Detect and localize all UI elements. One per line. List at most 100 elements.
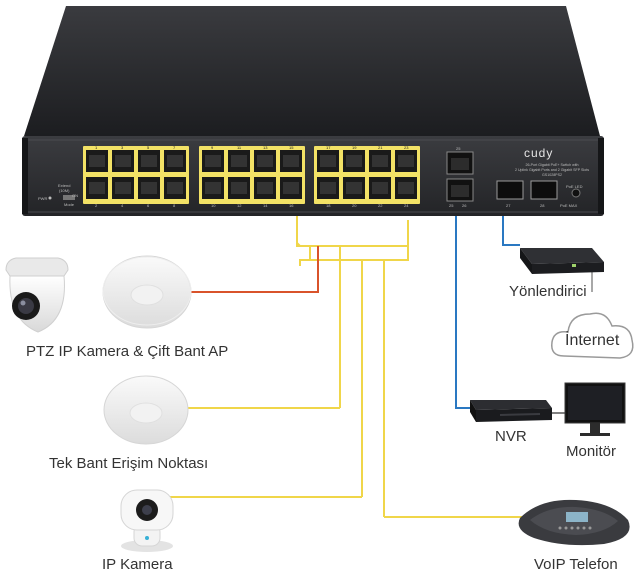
switch-description-line: GS1028PS2 xyxy=(542,173,562,177)
port-number: 24 xyxy=(404,203,409,208)
port-number: 10 xyxy=(211,203,216,208)
port-number: 3 xyxy=(121,145,124,150)
voip-phone xyxy=(518,499,630,546)
rj45-port-socket xyxy=(372,155,388,167)
rj45-port-socket xyxy=(115,155,131,167)
ip-camera-label: IP Kamera xyxy=(102,556,173,573)
port-number: 4 xyxy=(121,203,124,208)
port-number: 1 xyxy=(95,145,98,150)
rj45-port-socket xyxy=(372,182,388,194)
poe-led-label: PoE LED xyxy=(566,184,583,189)
port-number: 13 xyxy=(263,145,268,150)
link-nvr xyxy=(455,215,470,409)
link-router xyxy=(502,215,520,246)
port-number: 16 xyxy=(289,203,294,208)
rj45-port-socket xyxy=(398,155,414,167)
voip-label: VoIP Telefon xyxy=(534,556,618,573)
switch-top xyxy=(24,6,600,136)
ptz-camera xyxy=(5,257,69,333)
port-number: 19 xyxy=(352,145,357,150)
port-number: 9 xyxy=(211,145,214,150)
rj45-port-socket xyxy=(167,182,183,194)
rj45-port-socket xyxy=(346,155,362,167)
internet-cloud xyxy=(551,312,634,359)
sfp-label: 27 xyxy=(506,203,511,208)
port-number: 17 xyxy=(326,145,331,150)
rj45-port-socket xyxy=(205,155,221,167)
mode-sub-label: (10M) xyxy=(59,188,70,193)
switch-brand: cudy xyxy=(524,146,554,160)
rj45-port-socket xyxy=(167,155,183,167)
port-number: 6 xyxy=(147,203,150,208)
router-label: Yönlendirici xyxy=(509,283,587,300)
rj45-ports xyxy=(86,150,417,199)
link-ptz-ap xyxy=(185,246,319,293)
rj45-port-socket xyxy=(141,155,157,167)
port-number: 18 xyxy=(326,203,331,208)
sfp-label: 28 xyxy=(540,203,545,208)
mode-key-label: Mode xyxy=(64,202,75,207)
uplink-ports xyxy=(446,151,474,202)
port-group-1 xyxy=(83,146,189,204)
port-number: 2 xyxy=(95,203,98,208)
ceiling-ap-dual xyxy=(102,255,192,329)
port-group-3 xyxy=(314,146,420,204)
rj45-port-socket xyxy=(89,155,105,167)
port-number: 21 xyxy=(378,145,383,150)
rj45-port-socket xyxy=(141,182,157,194)
switch-description: 26-Port Gigabit PoE+ Switch with 2 Uplin… xyxy=(506,163,598,178)
mode-label: Extend xyxy=(58,183,71,188)
internet-label: İnternet xyxy=(565,332,620,349)
poe-cable-bundle-left xyxy=(296,220,409,247)
port-group-2 xyxy=(199,146,305,204)
port-number: 23 xyxy=(404,145,409,150)
rj45-port-socket xyxy=(257,182,273,194)
cables xyxy=(165,215,593,518)
switch-description-line: 2 Uplink Gigabit Ports and 2 Gigabit SFP… xyxy=(514,168,590,172)
port-number: 20 xyxy=(352,203,357,208)
rj45-port-socket xyxy=(89,182,105,194)
port-number: 5 xyxy=(147,145,150,150)
switch-description-line: 26-Port Gigabit PoE+ Switch with xyxy=(525,163,579,167)
port-number: 22 xyxy=(378,203,383,208)
port-number: 11 xyxy=(237,145,242,150)
port-number: 14 xyxy=(263,203,268,208)
port-number: 7 xyxy=(173,145,176,150)
pwr-label: PWR xyxy=(38,196,48,201)
rj45-port-socket xyxy=(398,182,414,194)
rj45-port-socket xyxy=(257,155,273,167)
poe-cable-bundle-right xyxy=(310,246,409,261)
poe-led xyxy=(571,188,581,198)
sfp-slots xyxy=(496,180,558,200)
monitor-label: Monitör xyxy=(566,443,617,460)
pwr-led xyxy=(48,196,52,200)
poe-cable-ptz xyxy=(296,215,311,266)
uplink-bottom-number: 26 xyxy=(462,203,467,208)
rj45-port-socket xyxy=(283,155,299,167)
uplink-bottom-number: 25 xyxy=(449,203,454,208)
port-number: 15 xyxy=(289,145,294,150)
ceiling-ap-single xyxy=(103,375,189,445)
ap-single-label: Tek Bant Erişim Noktası xyxy=(49,455,209,472)
monitor xyxy=(564,382,626,436)
mode-state-label: ON xyxy=(72,193,78,198)
ip-camera xyxy=(120,489,174,552)
rj45-port-socket xyxy=(320,182,336,194)
rj45-port-socket xyxy=(283,182,299,194)
poe-switch xyxy=(22,6,604,216)
rj45-port-socket xyxy=(205,182,221,194)
rj45-port-socket xyxy=(346,182,362,194)
ptz-label: PTZ IP Kamera & Çift Bant AP xyxy=(26,343,229,360)
nvr xyxy=(470,400,552,422)
port-number: 8 xyxy=(173,203,176,208)
rj45-port-socket xyxy=(231,182,247,194)
rj45-port-socket xyxy=(231,155,247,167)
router xyxy=(520,248,604,274)
rj45-port-socket xyxy=(115,182,131,194)
uplink-top-number: 25 xyxy=(456,146,461,151)
rj45-port-socket xyxy=(320,155,336,167)
mode-toggle xyxy=(63,195,75,200)
nvr-label: NVR xyxy=(495,428,527,445)
port-number: 12 xyxy=(237,203,242,208)
